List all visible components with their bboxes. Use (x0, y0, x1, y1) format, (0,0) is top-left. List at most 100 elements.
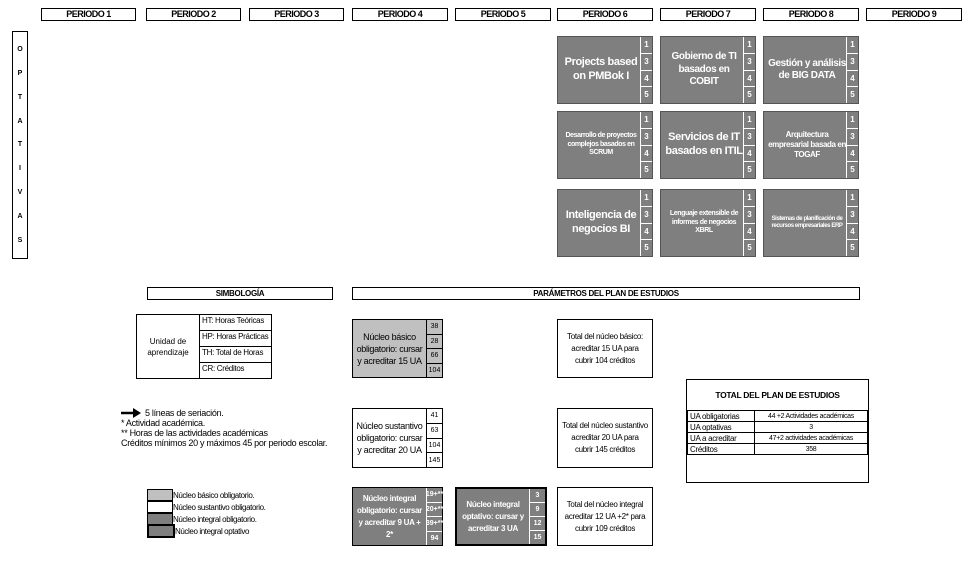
val: 41 (426, 409, 442, 423)
course-name: Lenguaje extensible de informes de negoc… (669, 209, 739, 235)
val: 20+** (426, 501, 443, 516)
tot-val: 44 +2 Actividades académicas (754, 410, 868, 422)
tot-key: Créditos (687, 443, 755, 455)
total-sustantivo: Total del núcleo sustantivo acreditar 20… (557, 408, 653, 468)
period-7: PERIODO 7 (660, 8, 756, 21)
optativas-letter: T (17, 93, 23, 101)
val: 104 (426, 362, 442, 377)
course-name: Gobierno de TI basados en COBIT (671, 51, 737, 88)
nucleo-basico-label: Núcleo básico obligatorio: cursar y acre… (356, 331, 423, 366)
period-8: PERIODO 8 (763, 8, 859, 21)
course-cr: 5 (743, 86, 755, 103)
simbologia-title: SIMBOLOGÍA (147, 287, 333, 300)
total-integral: Total del núcleo integral acreditar 12 U… (557, 487, 653, 546)
course-cr: 5 (743, 161, 755, 178)
legend-optativo: Núcleo integral optativo (175, 526, 250, 536)
course-th: 4 (640, 222, 652, 240)
cr-row: CR: Créditos (200, 362, 271, 378)
val: 15 (529, 530, 545, 544)
course-hp: 3 (640, 52, 652, 70)
course-ht: 1 (640, 37, 652, 53)
nucleo-integral: Núcleo integral obligatorio: cursar y ac… (352, 487, 443, 546)
val: 28 (426, 333, 442, 348)
unidad-label: Unidad de aprendizaje (137, 315, 200, 378)
swatch-basico (147, 489, 173, 501)
course-th: 4 (640, 144, 652, 162)
optativas-letter: A (17, 212, 23, 220)
nucleo-sustantivo-label: Núcleo sustantivo obligatorio: cursar y … (356, 421, 423, 455)
course-ht: 1 (846, 37, 858, 53)
course-name: Inteligencia de negocios BI (565, 209, 637, 235)
course-hp: 3 (846, 52, 858, 70)
legend: Núcleo básico obligatorio. Núcleo sustan… (147, 489, 327, 538)
optativas-column: O P T A T I V A S (12, 31, 28, 259)
course-xbrl[interactable]: Lenguaje extensible de informes de negoc… (660, 189, 756, 257)
course-hp: 3 (640, 127, 652, 145)
course-hp: 3 (743, 205, 755, 223)
period-2: PERIODO 2 (146, 8, 241, 21)
course-ht: 1 (743, 112, 755, 128)
tot-key: UA obligatorias (687, 410, 755, 422)
hp-row: HP: Horas Prácticas (200, 330, 271, 346)
course-hp: 3 (640, 205, 652, 223)
course-name: Sistemas de planificación de recursos em… (771, 215, 843, 230)
course-cr: 5 (743, 239, 755, 256)
period-3: PERIODO 3 (249, 8, 344, 21)
th-row: TH: Total de Horas (200, 346, 271, 362)
nucleo-sustantivo: Núcleo sustantivo obligatorio: cursar y … (352, 408, 443, 468)
course-th: 4 (846, 144, 858, 162)
course-togaf[interactable]: Arquitectura empresarial basada en TOGAF… (763, 111, 859, 179)
tot-key: UA optativas (687, 421, 755, 433)
course-th: 4 (640, 69, 652, 87)
val: 39+** (426, 516, 443, 531)
note-horas: ** Horas de las actividades académicas (121, 428, 268, 438)
course-name: Desarrollo de proyectos complejos basado… (565, 131, 637, 157)
val: 145 (426, 452, 442, 467)
course-cr: 5 (846, 239, 858, 256)
course-ht: 1 (846, 112, 858, 128)
arrow-right-icon (121, 408, 141, 418)
nucleo-optativo-label: Núcleo integral optativo: cursar y acred… (462, 499, 524, 533)
course-name: Gestión y análisis de BIG DATA (768, 57, 846, 82)
optativas-letter: S (17, 236, 23, 244)
period-4: PERIODO 4 (352, 8, 448, 21)
nucleo-optativo: Núcleo integral optativo: cursar y acred… (455, 487, 547, 546)
period-6: PERIODO 6 (557, 8, 653, 21)
course-erp[interactable]: Sistemas de planificación de recursos em… (763, 189, 859, 257)
optativas-letter: T (17, 141, 23, 149)
val: 9 (529, 502, 545, 516)
val: 38 (426, 320, 442, 334)
swatch-sustantivo (147, 501, 173, 513)
course-hp: 3 (743, 52, 755, 70)
course-cr: 5 (640, 86, 652, 103)
course-scrum[interactable]: Desarrollo de proyectos complejos basado… (557, 111, 653, 179)
course-name: Arquitectura empresarial basada en TOGAF (768, 130, 846, 159)
total-basico: Total del núcleo básico: acreditar 15 UA… (557, 319, 653, 378)
parametros-title: PARÁMETROS DEL PLAN DE ESTUDIOS (352, 287, 860, 300)
course-ht: 1 (743, 37, 755, 53)
val: 63 (426, 422, 442, 438)
course-ht: 1 (846, 190, 858, 206)
tot-val: 358 (754, 443, 868, 455)
course-cr: 5 (640, 239, 652, 256)
period-9: PERIODO 9 (866, 8, 962, 21)
course-th: 4 (846, 222, 858, 240)
val: 94 (426, 530, 442, 545)
note-creditos: Créditos mínimos 20 y máximos 45 por per… (121, 438, 328, 448)
total-plan: TOTAL DEL PLAN DE ESTUDIOS UA obligatori… (686, 379, 869, 483)
course-name: Projects based on PMBok I (564, 56, 638, 82)
optativas-letter: P (17, 70, 23, 78)
unidad-aprendizaje-box: Unidad de aprendizaje HT: Horas Teóricas… (136, 314, 272, 379)
course-ht: 1 (640, 190, 652, 206)
notes: 5 líneas de seriación. * Actividad acadé… (121, 408, 351, 448)
val: 104 (426, 437, 442, 453)
course-th: 4 (743, 144, 755, 162)
tot-key: UA a acreditar (687, 432, 755, 444)
course-cr: 5 (846, 161, 858, 178)
